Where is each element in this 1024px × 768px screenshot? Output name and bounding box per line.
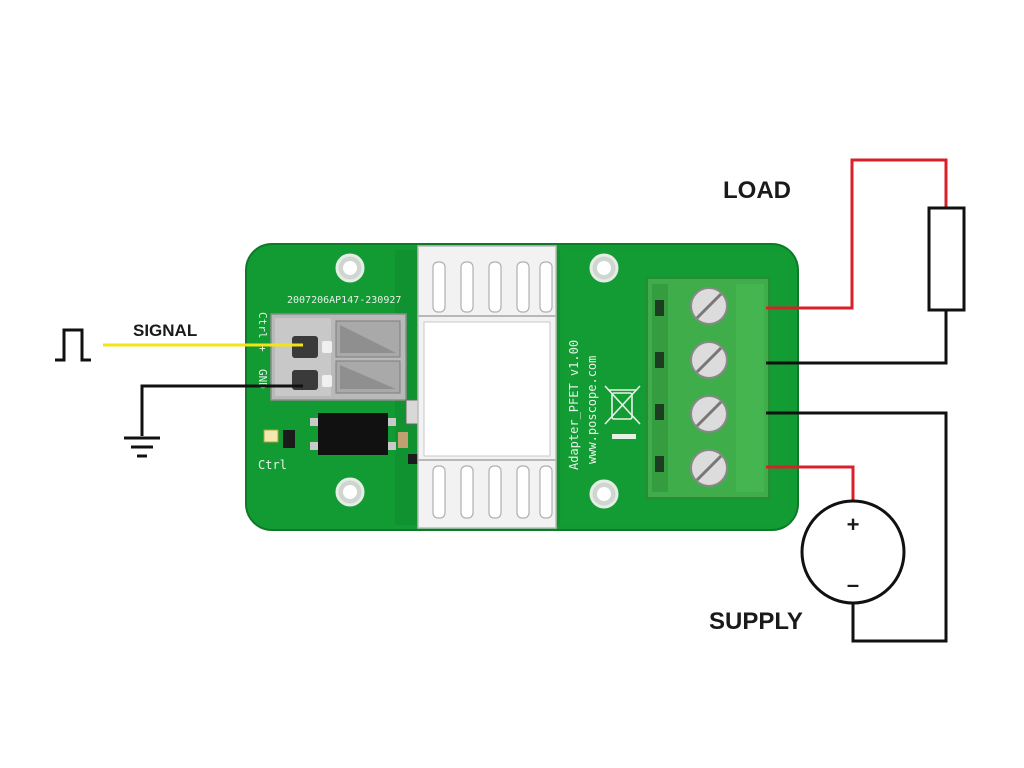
load-positive-wire — [766, 158, 948, 310]
weee-bin-icon — [604, 385, 641, 439]
led-label: Ctrl — [258, 458, 287, 472]
website-text: www.poscope.com — [585, 356, 599, 464]
smd-resistor — [408, 454, 422, 464]
supply-label: SUPPLY — [709, 608, 803, 635]
smd-resistor — [283, 430, 295, 448]
resistor-icon — [927, 206, 966, 312]
pin-label-gnd: GND — [256, 369, 269, 389]
load-label: LOAD — [723, 177, 791, 204]
supply-plus-sign: + — [847, 512, 860, 537]
ground-symbol-icon — [124, 436, 160, 458]
heatsink — [417, 245, 557, 529]
square-pulse-icon — [55, 328, 91, 362]
signal-ground-wire — [140, 384, 303, 436]
signal-input-connector — [270, 313, 407, 401]
status-led — [263, 429, 279, 443]
mounting-hole — [589, 479, 619, 509]
terminal-screw — [690, 395, 728, 433]
output-terminal-block — [646, 277, 770, 499]
optocoupler-chip — [310, 413, 396, 455]
product-name-text: Adapter_PFET v1.00 — [567, 340, 581, 470]
mounting-hole — [589, 253, 619, 283]
terminal-screw — [690, 449, 728, 487]
mounting-hole — [335, 477, 365, 507]
signal-label: SIGNAL — [133, 321, 197, 340]
supply-negative-wire — [766, 411, 948, 643]
mounting-hole — [335, 253, 365, 283]
voltage-source-icon — [800, 499, 906, 605]
supply-minus-sign: – — [847, 572, 859, 597]
pin-label-ctrl-plus: Ctrl + — [256, 312, 269, 352]
terminal-screw — [690, 287, 728, 325]
board-serial-text: 2007206AP147-230927 — [287, 295, 401, 306]
terminal-screw — [690, 341, 728, 379]
load-return-wire — [766, 310, 948, 365]
supply-positive-wire — [766, 465, 855, 502]
smd-capacitor — [398, 432, 408, 448]
